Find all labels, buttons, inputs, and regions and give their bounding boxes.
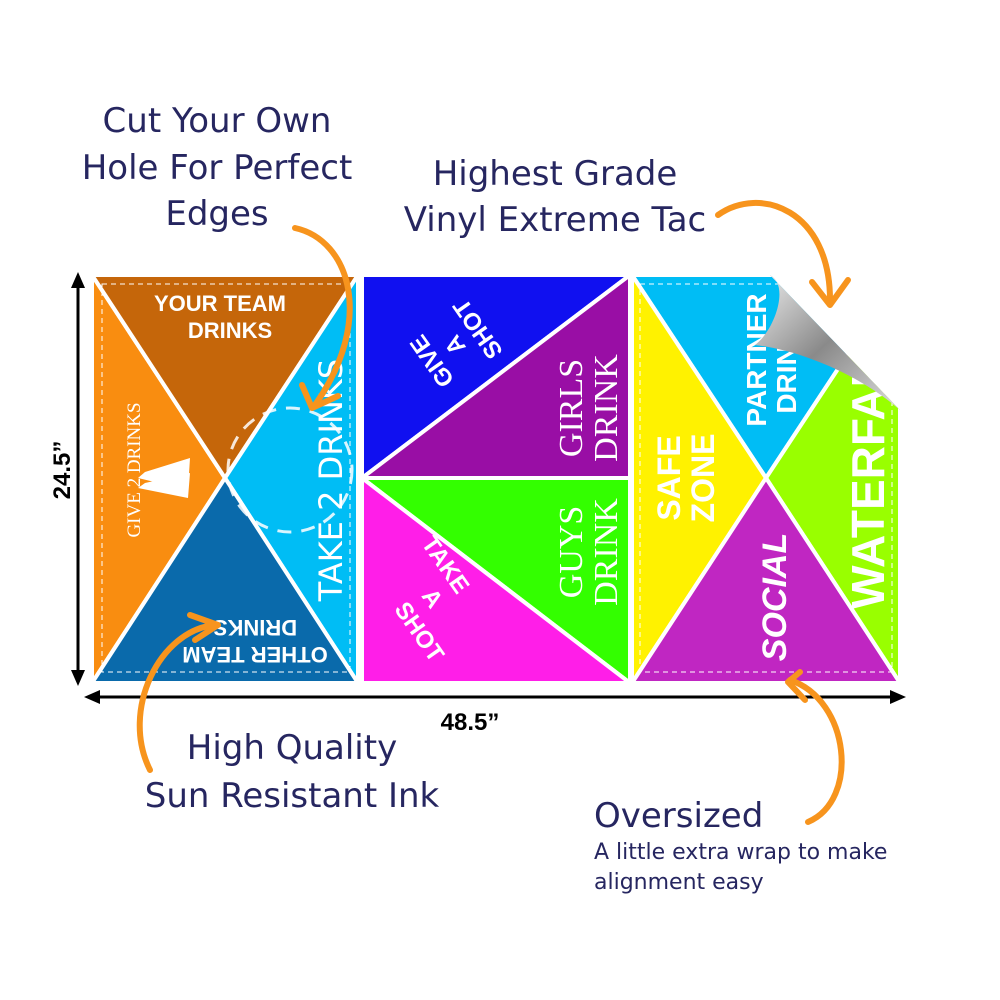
callout-line: A little extra wrap to make bbox=[594, 840, 887, 865]
width-dimension: 48.5” bbox=[84, 690, 906, 736]
cut-hole-guide bbox=[226, 406, 354, 534]
middle-panel: GIVE A SHOT GIRLS DRINK GUYS DRINK TAKE … bbox=[362, 275, 632, 683]
label: SAFE bbox=[651, 435, 687, 520]
label: DRINKS bbox=[188, 318, 272, 343]
arrow-icon bbox=[715, 199, 833, 303]
label: PARTNER bbox=[741, 293, 772, 426]
callout-line: Cut Your Own bbox=[103, 101, 332, 141]
label: ZONE bbox=[685, 434, 721, 523]
label: GIVE 2 DRINKS bbox=[124, 402, 145, 537]
triangle-other-team bbox=[92, 476, 360, 683]
height-dimension: 24.5” bbox=[49, 272, 85, 686]
callout-line: Highest Grade bbox=[433, 154, 678, 194]
callout-line: Edges bbox=[165, 194, 268, 234]
label: SOCIAL bbox=[756, 533, 794, 661]
label: GUYS bbox=[553, 506, 590, 599]
callout-line: Vinyl Extreme Tac bbox=[404, 200, 706, 240]
callout-line: Sun Resistant Ink bbox=[145, 776, 440, 816]
label: DRINKS bbox=[213, 615, 297, 640]
arrow-head-icon bbox=[187, 612, 221, 643]
label: TAKE 2 DRINKS bbox=[312, 359, 350, 602]
label: DRINK bbox=[588, 498, 625, 606]
label: YOUR TEAM bbox=[154, 291, 286, 316]
arrow-icon bbox=[787, 677, 845, 825]
triangle-take-shot bbox=[362, 476, 632, 683]
arrow-head-icon bbox=[299, 382, 341, 411]
arrow-icon bbox=[292, 225, 353, 408]
callout-line: alignment easy bbox=[594, 870, 764, 895]
label: DRINK bbox=[588, 354, 625, 462]
callout-arrows bbox=[136, 199, 851, 825]
left-panel: YOUR TEAM DRINKS OTHER TEAM DRINKS GIVE … bbox=[92, 275, 360, 683]
triangle-social bbox=[632, 476, 900, 683]
label: GIRLS bbox=[553, 359, 590, 457]
label: OTHER TEAM bbox=[182, 642, 327, 667]
arrow-head-icon bbox=[809, 277, 851, 308]
height-label: 24.5” bbox=[49, 441, 76, 500]
peel-corner-icon bbox=[755, 275, 900, 410]
callout-cut-hole: Cut Your Own Hole For Perfect Edges bbox=[82, 101, 353, 234]
callout-oversized: Oversized A little extra wrap to make al… bbox=[594, 796, 887, 895]
bottles-icon bbox=[138, 458, 190, 498]
callout-vinyl: Highest Grade Vinyl Extreme Tac bbox=[404, 154, 706, 240]
callout-title: Oversized bbox=[594, 796, 763, 836]
callout-ink: High Quality Sun Resistant Ink bbox=[145, 728, 440, 816]
callout-line: Hole For Perfect bbox=[82, 148, 353, 188]
width-label: 48.5” bbox=[441, 709, 500, 736]
callout-line: High Quality bbox=[187, 728, 397, 768]
arrow-head-icon bbox=[785, 669, 808, 703]
arrow-icon bbox=[136, 622, 218, 773]
